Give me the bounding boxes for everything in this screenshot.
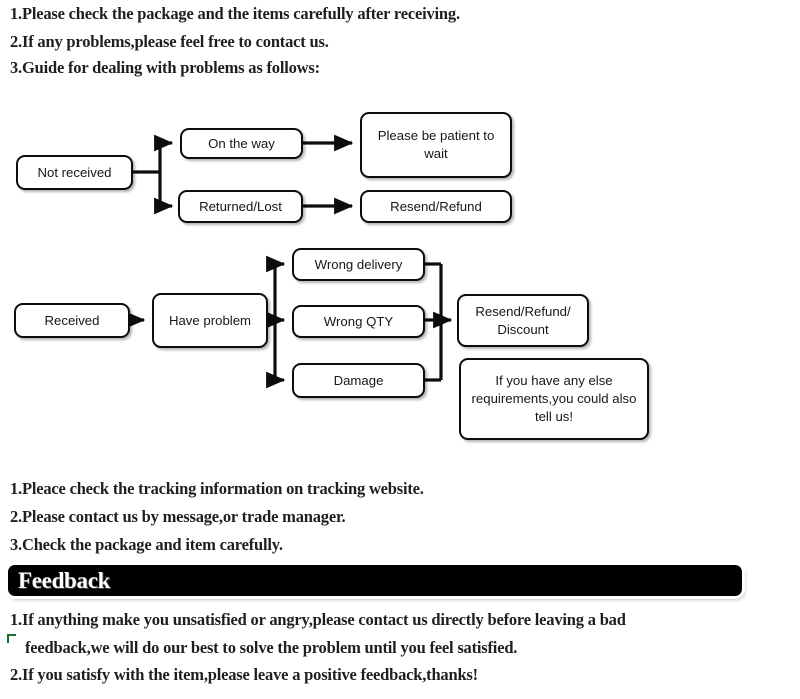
flow-node-resend-refund[interactable]: Resend/Refund xyxy=(360,190,512,223)
mid-note-1: 1.Pleace check the tracking information … xyxy=(10,479,424,498)
flow-node-have-problem[interactable]: Have problem xyxy=(152,293,268,348)
flow-node-wrong-qty[interactable]: Wrong QTY xyxy=(292,305,425,338)
top-note-1: 1.Please check the package and the items… xyxy=(10,4,460,23)
green-corner-artifact xyxy=(7,634,16,643)
flow-node-resend-refund-discount[interactable]: Resend/Refund/ Discount xyxy=(457,294,589,347)
mid-note-3: 3.Check the package and item carefully. xyxy=(10,535,283,554)
flow-node-not-received[interactable]: Not received xyxy=(16,155,133,190)
top-note-2: 2.If any problems,please feel free to co… xyxy=(10,32,329,51)
feedback-note-1-line-1: 1.If anything make you unsatisfied or an… xyxy=(10,610,626,629)
flow-node-wrong-delivery[interactable]: Wrong delivery xyxy=(292,248,425,281)
flow-node-any-else-requirements[interactable]: If you have any else requirements,you co… xyxy=(459,358,649,440)
flow-node-returned-lost[interactable]: Returned/Lost xyxy=(178,190,303,223)
mid-note-2: 2.Please contact us by message,or trade … xyxy=(10,507,346,526)
fc1-branch-lines xyxy=(133,143,162,206)
flow-node-damage[interactable]: Damage xyxy=(292,363,425,398)
flow-node-received[interactable]: Received xyxy=(14,303,130,338)
feedback-banner-title: Feedback xyxy=(18,567,111,593)
flow-node-please-be-patient[interactable]: Please be patient to wait xyxy=(360,112,512,178)
feedback-note-1-line-2: feedback,we will do our best to solve th… xyxy=(25,638,518,657)
flow-node-on-the-way[interactable]: On the way xyxy=(180,128,303,159)
top-note-3: 3.Guide for dealing with problems as fol… xyxy=(10,58,320,77)
feedback-banner: Feedback xyxy=(8,565,742,596)
feedback-note-2: 2.If you satisfy with the item,please le… xyxy=(10,665,478,684)
